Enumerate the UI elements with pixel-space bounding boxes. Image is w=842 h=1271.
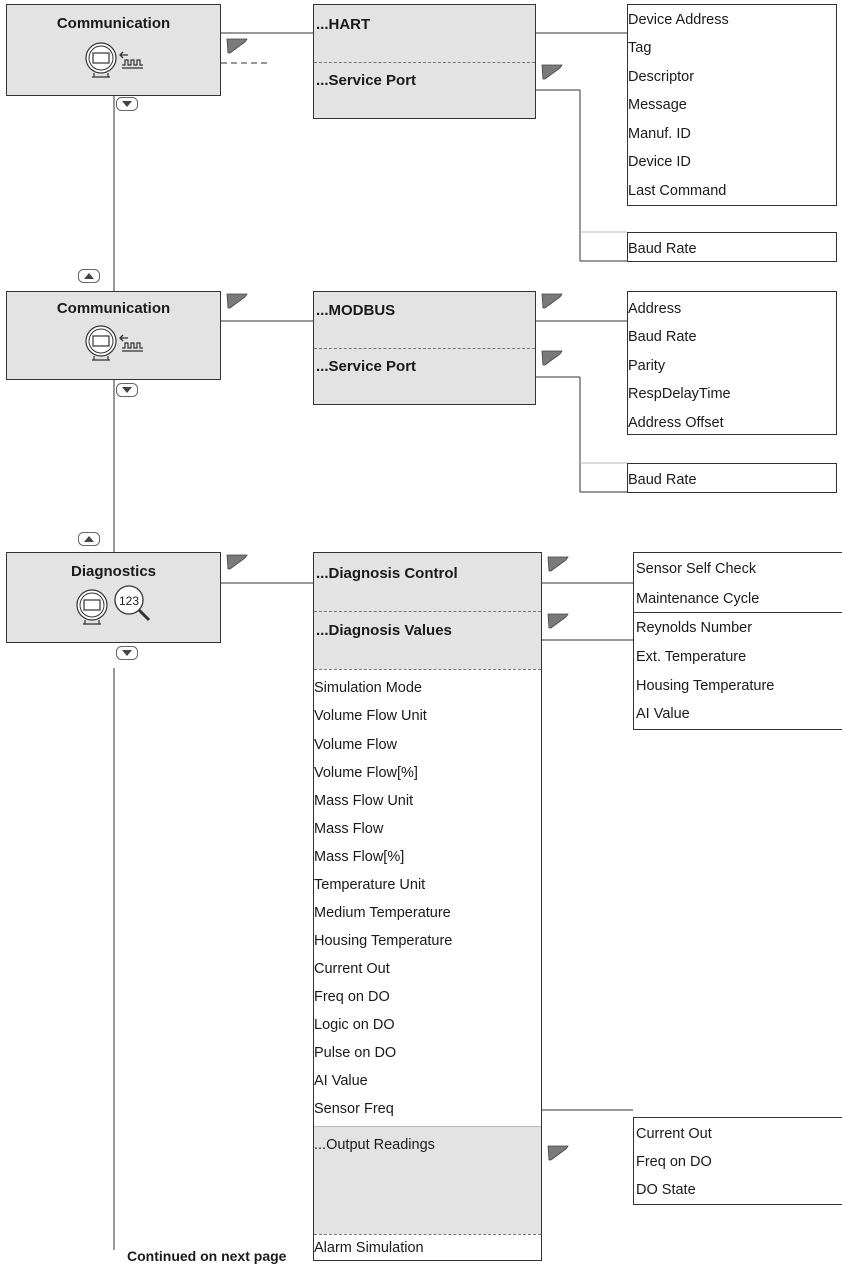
nav-down-icon[interactable] xyxy=(116,646,138,660)
param-box-diagnosis: Sensor Self Check Maintenance Cycle Reyn… xyxy=(633,552,842,730)
continued-note: Continued on next page xyxy=(127,1248,287,1264)
sub-diagnosis-values-label[interactable]: ...Diagnosis Values xyxy=(316,622,452,639)
sub-box-modbus: ...MODBUS ...Service Port xyxy=(313,291,536,405)
sub-diagnosis-control-label[interactable]: ...Diagnosis Control xyxy=(316,565,458,582)
param-box-service-2: Baud Rate xyxy=(627,463,837,493)
diag-item[interactable]: Pulse on DO xyxy=(314,1045,397,1061)
param-freq-on-do[interactable]: Freq on DO xyxy=(636,1154,712,1170)
param-parity[interactable]: Parity xyxy=(628,358,666,374)
param-maintenance-cycle[interactable]: Maintenance Cycle xyxy=(636,591,760,607)
param-address[interactable]: Address xyxy=(628,301,682,317)
diag-item[interactable]: Volume Flow Unit xyxy=(314,708,427,724)
diag-item[interactable]: Mass Flow xyxy=(314,821,384,837)
sub-service-port-label[interactable]: ...Service Port xyxy=(316,358,417,375)
param-reynolds-number[interactable]: Reynolds Number xyxy=(636,620,753,636)
magnifier-123-icon: 123 xyxy=(114,585,151,622)
menu-box-communication-2[interactable]: Communication xyxy=(6,291,221,380)
param-device-id[interactable]: Device ID xyxy=(628,154,691,170)
nav-right-icon[interactable] xyxy=(541,350,563,366)
diag-item[interactable]: Mass Flow[%] xyxy=(314,849,405,865)
diag-item[interactable]: Temperature Unit xyxy=(314,877,426,893)
diag-item[interactable]: Medium Temperature xyxy=(314,905,451,921)
nav-right-icon[interactable] xyxy=(547,1145,569,1161)
sub-box-hart: ...HART ...Service Port xyxy=(313,4,536,119)
menu-box-diagnostics[interactable]: Diagnostics 123 xyxy=(6,552,221,643)
param-sensor-self-check[interactable]: Sensor Self Check xyxy=(636,561,757,577)
param-manuf-id[interactable]: Manuf. ID xyxy=(628,126,691,142)
nav-right-icon[interactable] xyxy=(541,64,563,80)
diag-item[interactable]: Mass Flow Unit xyxy=(314,793,414,809)
sub-hart-label[interactable]: ...HART xyxy=(316,16,371,33)
diag-item[interactable]: Volume Flow xyxy=(314,737,398,753)
signal-arrow-icon xyxy=(119,334,143,352)
nav-down-icon[interactable] xyxy=(116,97,138,111)
nav-up-icon[interactable] xyxy=(78,532,100,546)
param-current-out[interactable]: Current Out xyxy=(636,1126,712,1142)
diag-item[interactable]: Simulation Mode xyxy=(314,680,422,696)
sub-output-readings-label[interactable]: ...Output Readings xyxy=(314,1137,435,1153)
diag-item[interactable]: Housing Temperature xyxy=(314,933,453,949)
param-box-modbus: Address Baud Rate Parity RespDelayTime A… xyxy=(627,291,837,435)
sub-service-port-label[interactable]: ...Service Port xyxy=(316,72,417,89)
param-last-command[interactable]: Last Command xyxy=(628,183,727,199)
diag-item[interactable]: Sensor Freq xyxy=(314,1101,394,1117)
menu-title: Diagnostics xyxy=(70,563,157,580)
signal-arrow-icon xyxy=(119,51,143,69)
diag-item[interactable]: Logic on DO xyxy=(314,1017,395,1033)
nav-right-icon[interactable] xyxy=(547,556,569,572)
param-tag[interactable]: Tag xyxy=(628,40,652,56)
sub-modbus-label[interactable]: ...MODBUS xyxy=(316,302,396,319)
param-resp-delay-time[interactable]: RespDelayTime xyxy=(628,386,731,402)
param-baud-rate[interactable]: Baud Rate xyxy=(628,241,697,257)
nav-right-icon[interactable] xyxy=(226,554,248,570)
param-baud-rate[interactable]: Baud Rate xyxy=(628,329,697,345)
param-do-state[interactable]: DO State xyxy=(636,1182,696,1198)
nav-right-icon[interactable] xyxy=(547,613,569,629)
display-device-icon xyxy=(76,589,108,625)
diag-item[interactable]: Current Out xyxy=(314,961,390,977)
display-device-icon xyxy=(85,42,117,78)
sub-box-diagnostics: ...Diagnosis Control ...Diagnosis Values… xyxy=(313,552,542,1261)
magnifier-text: 123 xyxy=(119,594,139,608)
menu-title: Communication xyxy=(56,15,171,32)
nav-right-icon[interactable] xyxy=(226,38,248,54)
param-descriptor[interactable]: Descriptor xyxy=(628,69,695,85)
param-ai-value[interactable]: AI Value xyxy=(636,706,690,722)
param-address-offset[interactable]: Address Offset xyxy=(628,415,724,431)
param-message[interactable]: Message xyxy=(628,97,687,113)
nav-down-icon[interactable] xyxy=(116,383,138,397)
diag-item[interactable]: Volume Flow[%] xyxy=(314,765,418,781)
nav-right-icon[interactable] xyxy=(226,293,248,309)
param-housing-temperature[interactable]: Housing Temperature xyxy=(636,678,775,694)
menu-box-communication-1[interactable]: Communication xyxy=(6,4,221,96)
nav-right-icon[interactable] xyxy=(541,293,563,309)
nav-up-icon[interactable] xyxy=(78,269,100,283)
diag-item[interactable]: AI Value xyxy=(314,1073,368,1089)
param-ext-temperature[interactable]: Ext. Temperature xyxy=(636,649,747,665)
param-baud-rate[interactable]: Baud Rate xyxy=(628,472,697,488)
param-box-hart: Device Address Tag Descriptor Message Ma… xyxy=(627,4,837,206)
param-box-output-readings: Current Out Freq on DO DO State xyxy=(633,1117,842,1205)
diag-item-alarm-simulation[interactable]: Alarm Simulation xyxy=(314,1240,424,1256)
param-device-address[interactable]: Device Address xyxy=(628,12,729,28)
param-box-service-1: Baud Rate xyxy=(627,232,837,262)
display-device-icon xyxy=(85,325,117,361)
menu-title: Communication xyxy=(56,300,171,317)
diag-item[interactable]: Freq on DO xyxy=(314,989,390,1005)
